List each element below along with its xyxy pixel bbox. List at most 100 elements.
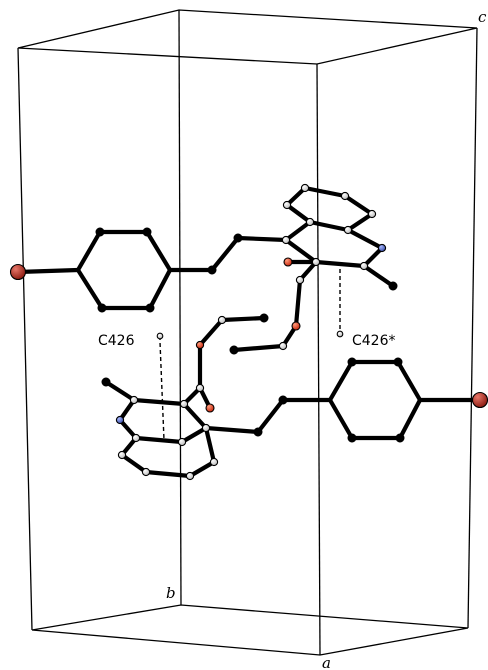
carbon-atom-filled-19: [388, 281, 398, 291]
bond-18: [345, 227, 385, 251]
carbon-atom-filled-44: [278, 395, 288, 405]
bond-42: [143, 469, 193, 479]
carbon-atom-23: [278, 341, 288, 351]
bond-10: [235, 235, 289, 243]
cell-bottom-face: [31, 604, 469, 656]
oxygen-atom-28: [195, 340, 205, 350]
carbon-atom-18: [311, 257, 321, 267]
bond-19: [361, 245, 385, 269]
oxygen-atom-20: [283, 257, 293, 267]
bond-53: [327, 397, 355, 441]
carbon-atom-filled-47: [395, 433, 405, 443]
carbon-atom-filled-43: [253, 427, 263, 437]
carbon-atom-38: [131, 433, 141, 443]
oxygen-atom-22: [291, 321, 301, 331]
axis-label-a: a: [322, 654, 331, 670]
bond-21: [283, 237, 319, 265]
bond-46: [255, 397, 286, 435]
bond-45: [203, 425, 261, 435]
carbon-atom-17: [359, 261, 369, 271]
bond-50: [395, 359, 423, 403]
bond-41: [119, 452, 149, 475]
bond-44: [203, 425, 217, 465]
axis-label-b: b: [166, 584, 176, 602]
carbon-atom-12: [300, 183, 310, 193]
carbon-atom-42: [209, 457, 219, 467]
carbon-atom-filled-6: [97, 303, 107, 313]
contacts: [159, 262, 341, 441]
bond-43: [187, 459, 217, 479]
carbon-atom-filled-5: [145, 303, 155, 313]
bond-28: [219, 315, 267, 323]
bond-48: [327, 359, 355, 403]
carbon-atom-filled-7: [207, 265, 217, 275]
carbon-atom-36: [201, 423, 211, 433]
carbon-atom-21: [295, 275, 305, 285]
bond-11: [283, 219, 313, 243]
bond-12: [284, 202, 313, 225]
bond-35: [181, 401, 209, 431]
carbon-atom-13: [340, 191, 350, 201]
carbon-atom-filled-46: [393, 357, 403, 367]
atom-label-c426: C426: [98, 333, 135, 349]
carbon-atom-31: [156, 332, 164, 340]
bond-27: [231, 343, 286, 353]
carbon-atom-filled-24: [229, 345, 239, 355]
bond-36: [179, 425, 209, 445]
carbon-atom-15: [343, 225, 353, 235]
bond-16: [345, 211, 375, 233]
carbon-atom-filled-3: [95, 227, 105, 237]
halogen-atom-2: [471, 391, 488, 409]
bond-4: [144, 229, 173, 273]
carbon-atom-11: [282, 200, 292, 210]
bond-14: [302, 185, 348, 199]
oxygen-atom-30: [205, 403, 215, 413]
carbon-atom-27: [217, 315, 227, 325]
bond-33: [103, 379, 137, 403]
carbon-atom-39: [117, 450, 127, 460]
carbon-atom-filled-32: [101, 377, 111, 387]
bond-34: [131, 397, 187, 407]
bond-29: [197, 317, 225, 348]
carbon-atom-10: [305, 217, 315, 227]
atoms: [9, 183, 488, 481]
carbon-atom-9: [281, 235, 291, 245]
cell-edge-back: [178, 9, 182, 606]
carbon-atom-filled-48: [347, 433, 357, 443]
carbon-atom-40: [141, 467, 151, 477]
carbon-atom-25: [336, 330, 344, 338]
cell-top-face: [17, 9, 478, 65]
carbon-atom-filled-26: [259, 313, 269, 323]
cell-edge-right: [467, 27, 478, 629]
carbon-atom-41: [185, 471, 195, 481]
bond-15: [342, 193, 375, 217]
nitrogen-atom-34: [115, 415, 125, 425]
bond-9: [209, 235, 241, 273]
carbon-atom-14: [367, 209, 377, 219]
atom-label-c426-symmetry: C426*: [352, 333, 396, 349]
bond-37: [133, 435, 185, 445]
cell-edge-front: [316, 63, 321, 656]
bond-17: [307, 219, 351, 233]
unit-cell: [17, 9, 478, 656]
carbon-atom-35: [179, 399, 189, 409]
cell-edge-left: [17, 47, 33, 631]
carbon-atom-29: [195, 383, 205, 393]
carbon-atom-filled-45: [347, 357, 357, 367]
carbon-atom-filled-4: [142, 227, 152, 237]
bond-22: [361, 263, 396, 289]
axis-label-c: c: [478, 8, 487, 26]
bond-2: [75, 229, 103, 273]
contact-line-left: [159, 336, 165, 441]
nitrogen-atom-16: [377, 243, 387, 253]
halogen-atom-1: [9, 263, 27, 281]
carbon-atom-37: [177, 437, 187, 447]
carbon-atom-filled-8: [233, 233, 243, 243]
bond-25: [293, 277, 303, 329]
bond-51: [397, 397, 423, 441]
carbon-atom-33: [129, 395, 139, 405]
bonds: [15, 185, 483, 479]
bond-5: [147, 267, 173, 311]
